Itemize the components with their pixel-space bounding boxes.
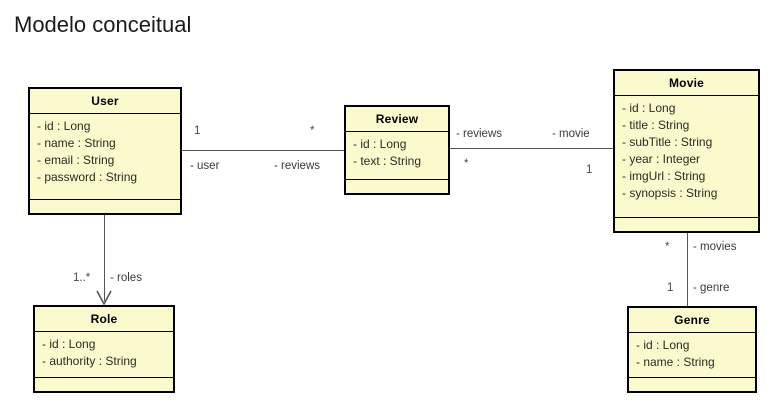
connector-user-role xyxy=(104,215,105,301)
uml-methods-role xyxy=(35,378,173,391)
edge-role-user-review-target: - reviews xyxy=(274,160,321,172)
uml-attributes-genre: - id : Long - name : String xyxy=(629,333,755,378)
uml-class-name-genre: Genre xyxy=(629,308,755,333)
uml-attribute: - id : Long xyxy=(42,337,96,351)
edge-role-movie-genre-source: - movies xyxy=(693,241,737,253)
connector-user-review xyxy=(182,150,344,151)
uml-attribute: - title : String xyxy=(622,118,690,132)
uml-attribute: - imgUrl : String xyxy=(622,169,706,183)
edge-role-review-movie-target: - movie xyxy=(552,128,590,140)
edge-multiplicity-user-role-target: 1..* xyxy=(73,272,91,284)
uml-methods-genre xyxy=(629,378,755,391)
uml-attribute: - text : String xyxy=(353,154,422,168)
uml-attribute: - authority : String xyxy=(42,354,137,368)
uml-attributes-user: - id : Long - name : String - email : St… xyxy=(30,114,180,200)
uml-class-name-user: User xyxy=(30,89,180,114)
uml-class-genre[interactable]: Genre - id : Long - name : String xyxy=(627,306,757,393)
uml-class-role[interactable]: Role - id : Long - authority : String xyxy=(33,305,175,393)
edge-role-review-movie-source: - reviews xyxy=(456,128,503,140)
uml-attribute: - id : Long xyxy=(622,101,676,115)
uml-class-name-role: Role xyxy=(35,307,173,332)
uml-attribute: - id : Long xyxy=(37,119,91,133)
edge-multiplicity-review-movie-target: 1 xyxy=(586,164,593,176)
edge-role-movie-genre-target: - genre xyxy=(693,282,730,294)
uml-class-name-movie: Movie xyxy=(615,71,758,96)
uml-attribute: - subTitle : String xyxy=(622,135,713,149)
uml-class-movie[interactable]: Movie - id : Long - title : String - sub… xyxy=(613,69,760,233)
uml-attribute: - synopsis : String xyxy=(622,186,718,200)
uml-attribute: - email : String xyxy=(37,153,115,167)
connector-review-movie xyxy=(450,148,613,149)
uml-attributes-review: - id : Long - text : String xyxy=(346,132,448,180)
edge-multiplicity-user-review-target: * xyxy=(310,125,315,137)
edge-multiplicity-movie-genre-source: * xyxy=(665,241,670,253)
edge-multiplicity-review-movie-source: * xyxy=(464,158,469,170)
uml-methods-user xyxy=(30,200,180,213)
uml-attribute: - name : String xyxy=(636,355,715,369)
edge-role-user-role-target: - roles xyxy=(110,272,142,284)
edge-multiplicity-movie-genre-target: 1 xyxy=(667,282,674,294)
uml-class-name-review: Review xyxy=(346,107,448,132)
page-title: Modelo conceitual xyxy=(14,12,192,37)
edge-role-user-review-source: - user xyxy=(190,160,220,172)
uml-attribute: - id : Long xyxy=(353,137,407,151)
uml-class-review[interactable]: Review - id : Long - text : String xyxy=(344,105,450,195)
uml-attribute: - id : Long xyxy=(636,338,690,352)
uml-attributes-movie: - id : Long - title : String - subTitle … xyxy=(615,96,758,218)
uml-attribute: - name : String xyxy=(37,136,116,150)
uml-methods-movie xyxy=(615,218,758,231)
connector-movie-genre xyxy=(687,233,688,306)
uml-attribute: - year : Integer xyxy=(622,152,701,166)
uml-class-user[interactable]: User - id : Long - name : String - email… xyxy=(28,87,182,215)
edge-multiplicity-user-review-source: 1 xyxy=(194,125,201,137)
uml-methods-review xyxy=(346,180,448,193)
uml-attribute: - password : String xyxy=(37,170,138,184)
uml-attributes-role: - id : Long - authority : String xyxy=(35,332,173,378)
